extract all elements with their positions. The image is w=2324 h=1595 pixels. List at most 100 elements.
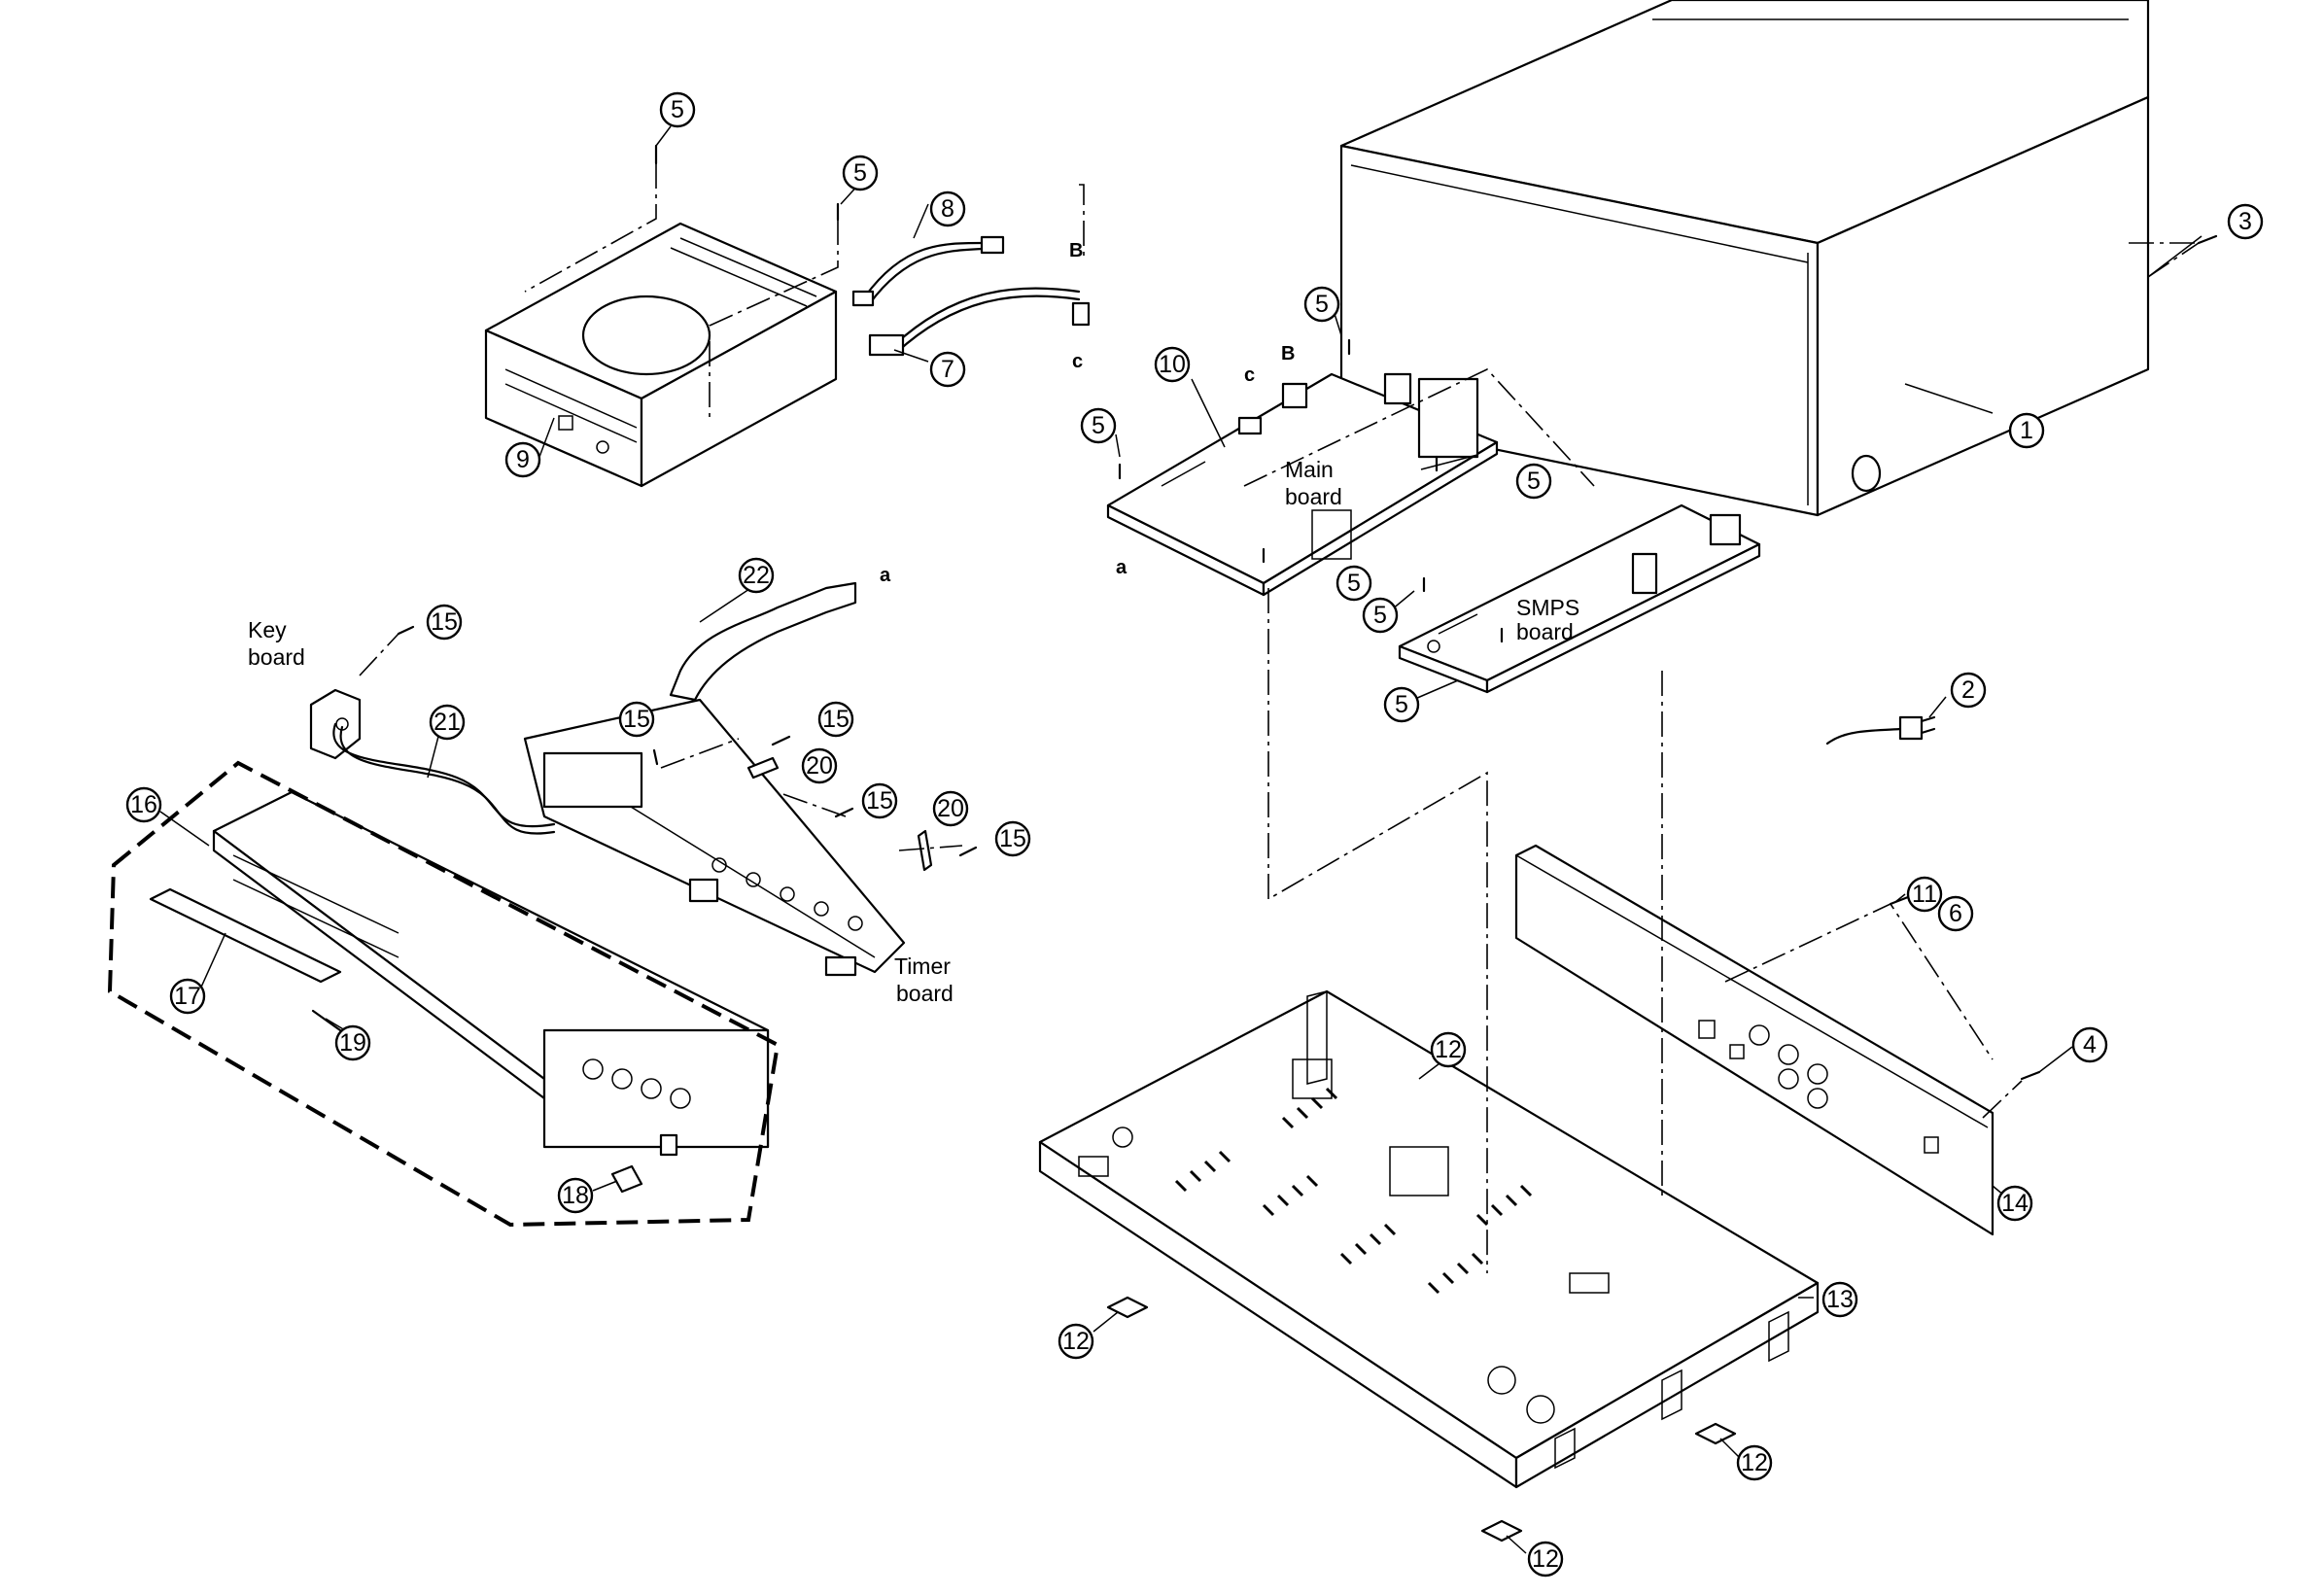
main-board bbox=[1106, 372, 1499, 597]
callout-18: 18 bbox=[557, 1177, 594, 1214]
connector-a-label-main: a bbox=[1116, 557, 1127, 578]
svg-text:17: 17 bbox=[174, 983, 201, 1010]
callout-8: 8 bbox=[929, 191, 966, 227]
front-panel bbox=[149, 790, 770, 1194]
svg-text:10: 10 bbox=[1159, 351, 1186, 378]
connector-c-label-drive: c bbox=[1072, 351, 1083, 372]
smps-board bbox=[1398, 503, 1761, 694]
timer-board-label-1: Timer bbox=[894, 954, 951, 979]
callout-15c: 15 bbox=[817, 701, 854, 738]
callout-1: 1 bbox=[2008, 412, 2045, 449]
svg-text:8: 8 bbox=[941, 195, 954, 223]
svg-text:5: 5 bbox=[1395, 691, 1408, 718]
callout-5c: 5 bbox=[1303, 286, 1340, 323]
svg-text:14: 14 bbox=[2001, 1190, 2029, 1217]
callout-12a: 12 bbox=[1430, 1031, 1467, 1068]
callout-5f: 5 bbox=[1335, 565, 1372, 602]
connector-c-label-main: c bbox=[1244, 364, 1255, 386]
timer-board-label-2: board bbox=[896, 981, 954, 1006]
callout-15d: 15 bbox=[861, 782, 898, 819]
cables-7-8 bbox=[851, 235, 1091, 357]
callout-21: 21 bbox=[429, 704, 466, 741]
rear-panel bbox=[1514, 844, 1994, 1236]
callout-11: 11 bbox=[1906, 876, 1943, 913]
svg-text:5: 5 bbox=[1527, 468, 1541, 495]
timer-board bbox=[523, 698, 906, 977]
callout-5e: 5 bbox=[1515, 463, 1552, 500]
callout-15b: 15 bbox=[618, 701, 655, 738]
callout-12b: 12 bbox=[1058, 1323, 1094, 1360]
svg-text:7: 7 bbox=[941, 356, 954, 383]
key-board-label-2: board bbox=[248, 644, 305, 670]
power-cord bbox=[1825, 715, 1936, 745]
callout-19: 19 bbox=[334, 1024, 371, 1061]
callout-5g: 5 bbox=[1362, 597, 1399, 634]
svg-text:11: 11 bbox=[1912, 881, 1937, 908]
svg-text:15: 15 bbox=[999, 825, 1026, 852]
callout-5b: 5 bbox=[842, 155, 879, 191]
svg-text:5: 5 bbox=[1315, 291, 1329, 318]
callout-10: 10 bbox=[1154, 346, 1191, 383]
connector-b-label-main: B bbox=[1281, 343, 1295, 364]
callout-17: 17 bbox=[169, 978, 206, 1015]
callout-5h: 5 bbox=[1383, 686, 1420, 723]
svg-text:12: 12 bbox=[1435, 1036, 1462, 1063]
callout-22: 22 bbox=[738, 557, 775, 594]
svg-text:6: 6 bbox=[1949, 900, 1962, 927]
svg-text:12: 12 bbox=[1741, 1449, 1768, 1476]
callout-13: 13 bbox=[1821, 1281, 1858, 1318]
svg-text:16: 16 bbox=[130, 791, 157, 818]
svg-text:12: 12 bbox=[1532, 1545, 1559, 1573]
svg-text:18: 18 bbox=[562, 1182, 589, 1209]
svg-text:2: 2 bbox=[1961, 676, 1975, 704]
svg-text:22: 22 bbox=[743, 562, 770, 589]
callout-3: 3 bbox=[2227, 203, 2264, 240]
assembly-guide-lines bbox=[359, 163, 2200, 1273]
callout-9: 9 bbox=[504, 441, 541, 478]
svg-text:5: 5 bbox=[1092, 412, 1105, 439]
svg-text:15: 15 bbox=[866, 787, 893, 815]
svg-text:5: 5 bbox=[671, 96, 684, 123]
svg-text:19: 19 bbox=[339, 1029, 366, 1057]
callout-12d: 12 bbox=[1527, 1541, 1564, 1578]
svg-text:15: 15 bbox=[431, 608, 458, 636]
svg-text:15: 15 bbox=[822, 706, 850, 733]
callout-5a: 5 bbox=[659, 91, 696, 128]
svg-text:12: 12 bbox=[1062, 1328, 1090, 1355]
svg-text:9: 9 bbox=[516, 446, 530, 473]
callout-5d: 5 bbox=[1080, 407, 1117, 444]
callout-15e: 15 bbox=[994, 820, 1031, 857]
svg-text:13: 13 bbox=[1826, 1286, 1854, 1313]
key-board-label-1: Key bbox=[248, 617, 287, 642]
svg-text:20: 20 bbox=[806, 752, 833, 780]
svg-text:21: 21 bbox=[434, 709, 461, 736]
svg-text:5: 5 bbox=[1373, 602, 1387, 629]
callout-20b: 20 bbox=[932, 790, 969, 827]
smps-board-label-2: board bbox=[1516, 619, 1574, 644]
svg-text:1: 1 bbox=[2020, 417, 2033, 444]
front-panel-assembly-outline bbox=[107, 760, 780, 1228]
callout-20a: 20 bbox=[801, 747, 838, 784]
main-board-label-2: board bbox=[1285, 484, 1342, 509]
callout-2: 2 bbox=[1950, 672, 1987, 709]
smps-board-label-1: SMPS bbox=[1516, 595, 1579, 620]
svg-text:15: 15 bbox=[623, 706, 650, 733]
callout-12c: 12 bbox=[1736, 1444, 1773, 1481]
svg-text:3: 3 bbox=[2238, 208, 2252, 235]
callout-4: 4 bbox=[2071, 1026, 2108, 1063]
svg-text:5: 5 bbox=[853, 159, 867, 187]
connector-a-label-top: a bbox=[880, 565, 891, 586]
svg-text:20: 20 bbox=[937, 795, 964, 822]
callout-16: 16 bbox=[125, 786, 162, 823]
callout-15a: 15 bbox=[426, 604, 463, 641]
callout-7: 7 bbox=[929, 351, 966, 388]
callout-14: 14 bbox=[1996, 1185, 2033, 1222]
connector-b-label-drive: B bbox=[1069, 240, 1083, 261]
bottom-chassis bbox=[1038, 989, 1820, 1489]
optical-drive bbox=[484, 222, 838, 488]
svg-text:5: 5 bbox=[1347, 570, 1361, 597]
flat-cable-22 bbox=[669, 581, 857, 702]
callout-6: 6 bbox=[1937, 895, 1974, 932]
harness-21 bbox=[332, 722, 556, 835]
